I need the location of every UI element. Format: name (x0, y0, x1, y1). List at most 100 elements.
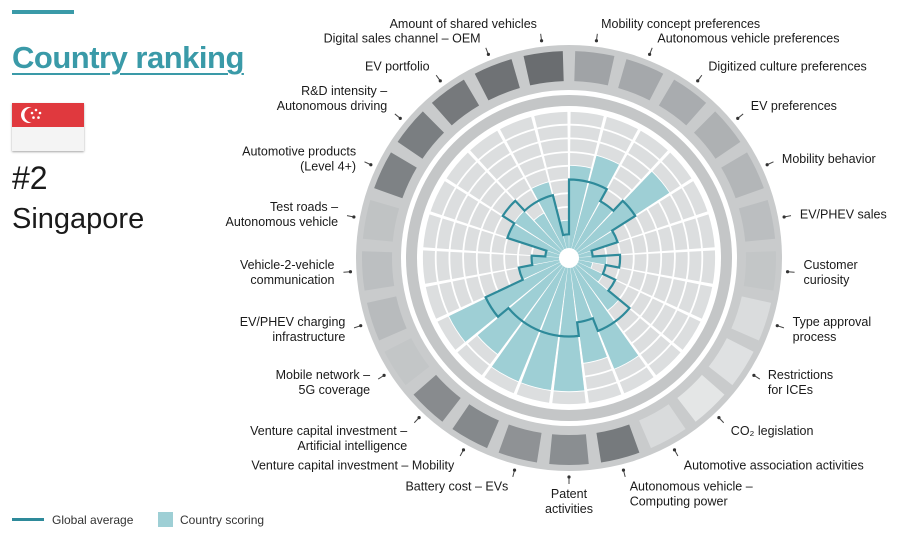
grid-cell (630, 292, 652, 316)
axis-label-mobility-concept-preferences: Mobility concept preferences (601, 17, 760, 31)
outer-ring-segment (639, 404, 686, 449)
label-leader-dot (512, 468, 517, 472)
axis-label-line: Digital sales channel – OEM (324, 31, 481, 45)
country-score-bar (574, 264, 619, 310)
grid-cell (492, 271, 510, 291)
grid-cell (608, 178, 631, 200)
axis-label-line: communication (250, 273, 334, 287)
grid-cell (547, 166, 569, 181)
country-name: Singapore (12, 203, 145, 235)
outer-ring-segment (474, 59, 520, 101)
axis-label-co-legislation: CO₂ legislation (731, 424, 814, 438)
singapore-flag-icon (12, 103, 84, 151)
grid-cell (616, 268, 632, 285)
axis-label-mobile-network-5g-coverage: Mobile network –5G coverage (276, 368, 371, 397)
axis-label-line: Battery cost – EVs (405, 480, 508, 494)
outer-ring-segment (574, 51, 615, 86)
country-score-bar (569, 165, 591, 249)
grid-cell (446, 152, 477, 185)
country-score-bar (573, 201, 613, 251)
grid-cell (600, 130, 632, 152)
legend-global-average-label: Global average (52, 513, 134, 527)
outer-ring-segment (549, 434, 589, 465)
grid-cell (505, 254, 518, 270)
outer-ring-segment (498, 424, 542, 463)
grid-cell (439, 281, 460, 314)
grid-cell (649, 344, 681, 376)
axis-label-digital-sales-channel-oem: Digital sales channel – OEM (324, 31, 481, 45)
label-leader-dot (461, 448, 466, 452)
axis-label-digitized-culture-preferences: Digitized culture preferences (708, 59, 866, 73)
grid-cell (512, 143, 542, 164)
axis-label-line: Automotive products (242, 145, 356, 159)
grid-cell (537, 125, 568, 141)
country-score-bar (449, 262, 562, 342)
grid-cell (633, 253, 647, 272)
grid-cell (621, 154, 650, 180)
grid-cell (477, 253, 491, 275)
axis-label-line: Autonomous vehicle – (630, 480, 753, 494)
axis-label-line: 5G coverage (299, 383, 371, 397)
grid-cell (636, 209, 656, 233)
axis-label-line: curiosity (804, 273, 851, 287)
country-score-bar (578, 250, 593, 258)
outer-ring-segment (693, 111, 741, 159)
grid-cell (583, 357, 612, 376)
axis-label-battery-cost-evs: Battery cost – EVs (405, 480, 508, 494)
country-score-bar (570, 267, 607, 363)
label-leader-dot (348, 270, 353, 274)
grid-cell (674, 251, 688, 279)
grid-cell (591, 262, 605, 274)
grid-cell (532, 247, 546, 257)
axis-label-line: Mobility behavior (782, 152, 876, 166)
label-leader-dot (621, 468, 626, 472)
axis-label-automotive-products-level-4: Automotive products(Level 4+) (242, 145, 356, 174)
axis-label-ev-phev-sales: EV/PHEV sales (800, 208, 887, 222)
country-score-bar (491, 266, 566, 382)
grid-cell (450, 222, 468, 251)
axis-label-line: Autonomous vehicle preferences (657, 31, 839, 45)
grid-cell (469, 202, 490, 229)
label-leader-dot (785, 270, 790, 274)
grid-cell (488, 154, 517, 180)
label-leader-dot (594, 39, 599, 43)
grid-cell (641, 273, 659, 296)
label-leader-dot (398, 116, 402, 120)
grid-cell (691, 284, 713, 319)
country-score-bar (571, 155, 619, 250)
grid-cell (467, 335, 498, 365)
label-leader-dot (648, 52, 652, 56)
accent-bar (12, 10, 74, 14)
country-score-bar (521, 267, 568, 391)
axis-label-amount-of-shared-vehicles: Amount of shared vehicles (390, 17, 537, 31)
label-leader-dot (352, 215, 356, 219)
legend-country-scoring-swatch (158, 512, 173, 527)
grid-cell (450, 251, 464, 279)
grid-cell (647, 253, 661, 275)
label-leader-dot (736, 116, 740, 120)
axis-label-line: EV preferences (751, 99, 837, 113)
grid-cell (506, 268, 522, 285)
axis-label-mobility-behavior: Mobility behavior (782, 152, 876, 166)
grid-cell (618, 238, 633, 255)
outer-ring-segment (523, 51, 564, 86)
grid-cell (500, 116, 535, 140)
grid-cell (701, 250, 716, 284)
grid-cell (570, 139, 598, 155)
grid-cell (628, 271, 646, 291)
outer-ring-segment (452, 404, 499, 449)
grid-cell (652, 162, 680, 193)
country-score-bar (514, 211, 563, 253)
grid-cell (491, 253, 505, 272)
grid-cell (570, 125, 601, 141)
outer-ring-segment (413, 374, 461, 422)
axis-label-line: EV/PHEV charging (240, 315, 346, 329)
grid-cell (477, 230, 494, 253)
grid-cell (495, 217, 514, 238)
grid-cell (479, 142, 510, 170)
grid-cell (570, 111, 604, 128)
grid-cell (464, 226, 481, 252)
label-leader-dot (359, 324, 363, 328)
